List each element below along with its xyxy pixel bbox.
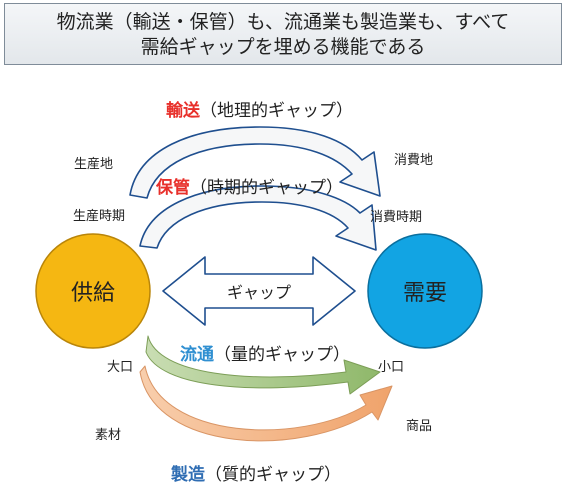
transport-caption: 輸送（地理的ギャップ） [166, 96, 353, 121]
storage-detail: （時期的ギャップ） [190, 178, 343, 198]
transport-from-label: 生産地 [74, 157, 114, 172]
manufacturing-keyword: 製造 [171, 465, 205, 485]
transport-arrow [129, 126, 381, 199]
supply-circle [35, 233, 151, 349]
distribution-arrow [145, 335, 381, 395]
transport-detail: （地理的ギャップ） [200, 101, 353, 121]
storage-to-label: 消費時期 [370, 210, 423, 225]
manufacturing-to-label: 商品 [406, 419, 433, 434]
distribution-caption: 流通（量的ギャップ） [180, 340, 350, 365]
header-line-2: 需給ギャップを埋める機能である [140, 36, 426, 58]
storage-caption: 保管（時期的ギャップ） [156, 173, 343, 198]
manufacturing-caption: 製造（質的ギャップ） [171, 460, 341, 485]
gap-double-arrow [162, 256, 356, 326]
distribution-from-label: 大口 [107, 360, 134, 375]
distribution-keyword: 流通 [180, 345, 214, 365]
demand-circle [367, 233, 483, 349]
header-banner: 物流業（輸送・保管）も、流通業も製造業も、すべて 需給ギャップを埋める機能である [4, 3, 562, 65]
manufacturing-from-label: 素材 [95, 428, 122, 443]
transport-keyword: 輸送 [166, 101, 200, 121]
manufacturing-detail: （質的ギャップ） [205, 465, 341, 485]
demand-label: 需要 [402, 281, 448, 306]
distribution-to-label: 小口 [378, 360, 405, 375]
supply-label: 供給 [70, 281, 116, 306]
transport-to-label: 消費地 [394, 153, 434, 168]
storage-from-label: 生産時期 [73, 209, 126, 224]
header-line-1: 物流業（輸送・保管）も、流通業も製造業も、すべて [56, 11, 510, 33]
manufacturing-arrow [139, 365, 393, 442]
distribution-detail: （量的ギャップ） [214, 345, 350, 365]
storage-arrow [139, 185, 377, 251]
storage-keyword: 保管 [156, 178, 190, 198]
gap-label: ギャップ [226, 283, 292, 302]
